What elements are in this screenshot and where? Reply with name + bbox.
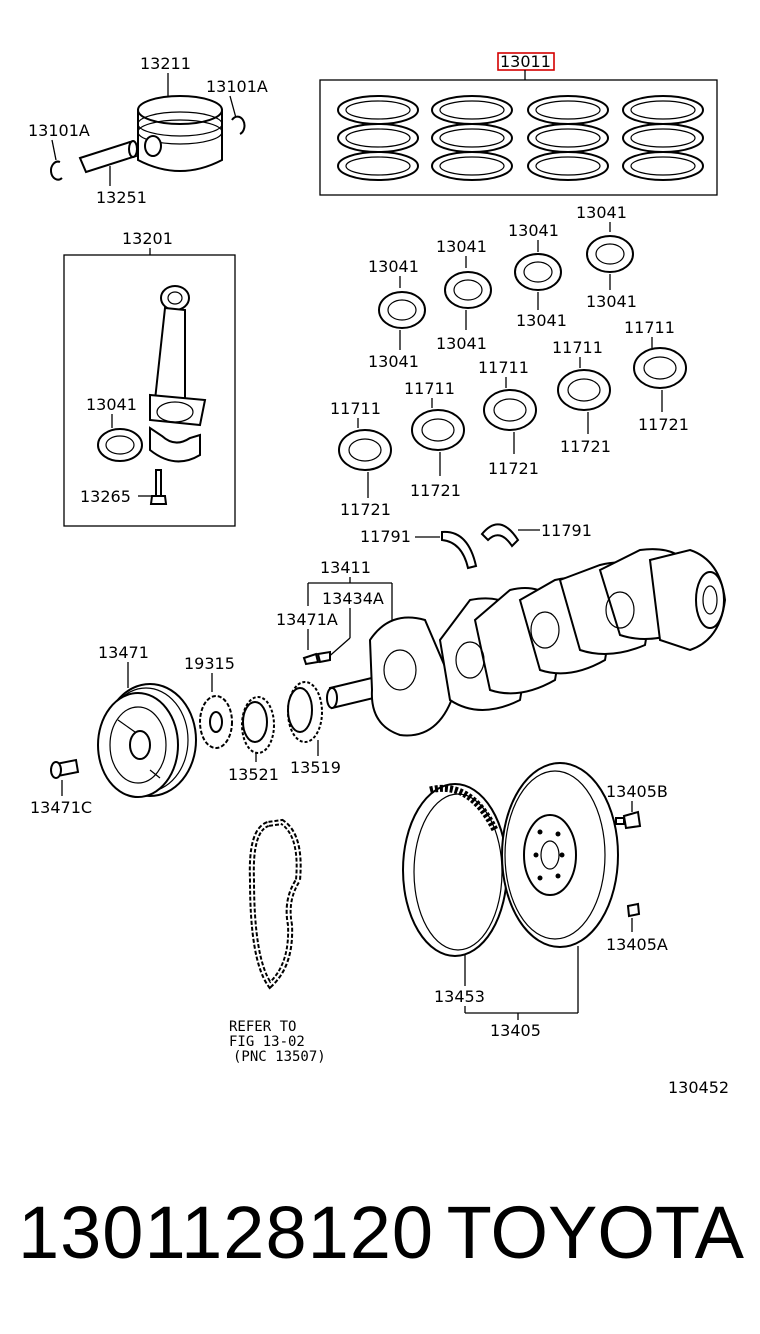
label-13041-b4-top[interactable]: 13041 xyxy=(576,203,627,222)
rod-bearing-4 xyxy=(586,235,634,273)
dowel-pin: 13405A xyxy=(606,902,668,954)
main-bearing-4 xyxy=(557,369,611,411)
label-13405[interactable]: 13405 xyxy=(490,1021,541,1040)
piston-pin xyxy=(78,140,138,174)
label-11791-left[interactable]: 11791 xyxy=(360,527,411,546)
label-11721-m3[interactable]: 11721 xyxy=(488,459,539,478)
rod-bearing xyxy=(97,428,143,462)
ring-stack-3 xyxy=(527,95,609,181)
connecting-rod-assy: 13201 13041 13265 xyxy=(63,229,236,527)
label-13041-b2-top[interactable]: 13041 xyxy=(436,237,487,256)
piston-ring-set: 13011 xyxy=(319,52,718,196)
label-11721-m4[interactable]: 11721 xyxy=(560,437,611,456)
main-bearing-2 xyxy=(411,409,465,451)
label-13453[interactable]: 13453 xyxy=(434,987,485,1006)
main-bearing-5 xyxy=(633,347,687,389)
label-13101A-left[interactable]: 13101A xyxy=(28,121,90,140)
flywheel xyxy=(501,762,619,948)
thrust-washer-right xyxy=(480,523,520,548)
snap-ring-right xyxy=(231,115,246,135)
main-bearing-1 xyxy=(338,429,392,471)
label-11721-m5[interactable]: 11721 xyxy=(638,415,689,434)
label-11721-m1[interactable]: 11721 xyxy=(340,500,391,519)
timing-chain xyxy=(248,818,302,990)
rod-bearing-1 xyxy=(378,291,426,329)
flywheel-bolt: 13405B xyxy=(606,782,668,830)
label-13471[interactable]: 13471 xyxy=(98,643,149,662)
label-11711-m2[interactable]: 11711 xyxy=(404,379,455,398)
label-13041-b4-bot[interactable]: 13041 xyxy=(586,292,637,311)
brand-name: TOYOTA xyxy=(446,1191,744,1274)
label-13201[interactable]: 13201 xyxy=(122,229,173,248)
label-13041-b2-bot[interactable]: 13041 xyxy=(436,334,487,353)
crank-sprocket: 13519 xyxy=(287,681,341,777)
thrust-washer-left xyxy=(441,530,478,570)
thrust-washers: 11791 11791 xyxy=(360,521,592,570)
rod-bearings-row: 13041 13041 13041 13041 13041 13041 1304… xyxy=(368,203,637,371)
label-13434A[interactable]: 13434A xyxy=(322,589,384,608)
ring-set-box xyxy=(319,79,718,196)
label-11721-m2[interactable]: 11721 xyxy=(410,481,461,500)
refer-note: REFER TO FIG 13-02 (PNC 13507) xyxy=(229,1019,326,1065)
label-13519[interactable]: 13519 xyxy=(290,758,341,777)
label-13041-b3-top[interactable]: 13041 xyxy=(508,221,559,240)
main-bearings-row: 11711 11721 11711 11721 11711 11721 1171… xyxy=(330,318,689,519)
label-13011[interactable]: 13011 xyxy=(500,52,551,71)
rod-bearing-3 xyxy=(514,253,562,291)
label-13411[interactable]: 13411 xyxy=(320,558,371,577)
part-number: 1301128120 xyxy=(18,1191,435,1274)
label-13101A-right[interactable]: 13101A xyxy=(206,77,268,96)
label-11711-m5[interactable]: 11711 xyxy=(624,318,675,337)
main-bearing-3 xyxy=(483,389,537,431)
con-rod-box xyxy=(63,254,236,527)
label-13251[interactable]: 13251 xyxy=(96,188,147,207)
label-13471A[interactable]: 13471A xyxy=(276,610,338,629)
flywheel-callouts: 13453 13405 xyxy=(434,946,579,1040)
crankshaft: 13411 13434A 13471A xyxy=(276,548,727,737)
label-11791-right[interactable]: 11791 xyxy=(541,521,592,540)
signal-plate: 19315 xyxy=(184,654,235,749)
refer-note-line3: (PNC 13507) xyxy=(233,1049,326,1065)
ring-stack-4 xyxy=(622,95,704,181)
label-13041-b1-bot[interactable]: 13041 xyxy=(368,352,419,371)
label-13405A[interactable]: 13405A xyxy=(606,935,668,954)
ring-stack-2 xyxy=(431,95,513,181)
label-13041-b1-top[interactable]: 13041 xyxy=(368,257,419,276)
ring-stack-1 xyxy=(337,95,419,181)
highlight-box xyxy=(497,52,555,71)
label-11711-m4[interactable]: 11711 xyxy=(552,338,603,357)
rod-bolt xyxy=(149,469,168,505)
refer-note-line1: REFER TO xyxy=(229,1019,296,1035)
label-13521[interactable]: 13521 xyxy=(228,765,279,784)
crank-pulley: 13471 xyxy=(97,643,197,798)
piston: 13211 13101A 13101A 13251 xyxy=(28,54,268,207)
label-13405B[interactable]: 13405B xyxy=(606,782,668,801)
label-11711-m1[interactable]: 11711 xyxy=(330,399,381,418)
label-13211[interactable]: 13211 xyxy=(140,54,191,73)
label-13041-rod[interactable]: 13041 xyxy=(86,395,137,414)
refer-note-line2: FIG 13-02 xyxy=(229,1034,305,1050)
label-13041-b3-bot[interactable]: 13041 xyxy=(516,311,567,330)
label-13265[interactable]: 13265 xyxy=(80,487,131,506)
label-19315[interactable]: 19315 xyxy=(184,654,235,673)
snap-ring-left xyxy=(49,160,63,181)
parts-diagram: 13011 13211 13101A xyxy=(28,52,729,1097)
label-11711-m3[interactable]: 11711 xyxy=(478,358,529,377)
crank-gear: 13521 xyxy=(228,696,279,784)
label-13471C[interactable]: 13471C xyxy=(30,798,92,817)
rod-bearing-2 xyxy=(444,271,492,309)
connecting-rod xyxy=(149,285,207,427)
footer: 1301128120 TOYOTA xyxy=(0,1190,760,1290)
figure-id: 130452 xyxy=(668,1078,729,1097)
ring-gear xyxy=(402,783,508,957)
rod-cap xyxy=(149,426,201,463)
pulley-bolt: 13471C xyxy=(30,758,92,817)
crank-keys xyxy=(302,650,331,666)
